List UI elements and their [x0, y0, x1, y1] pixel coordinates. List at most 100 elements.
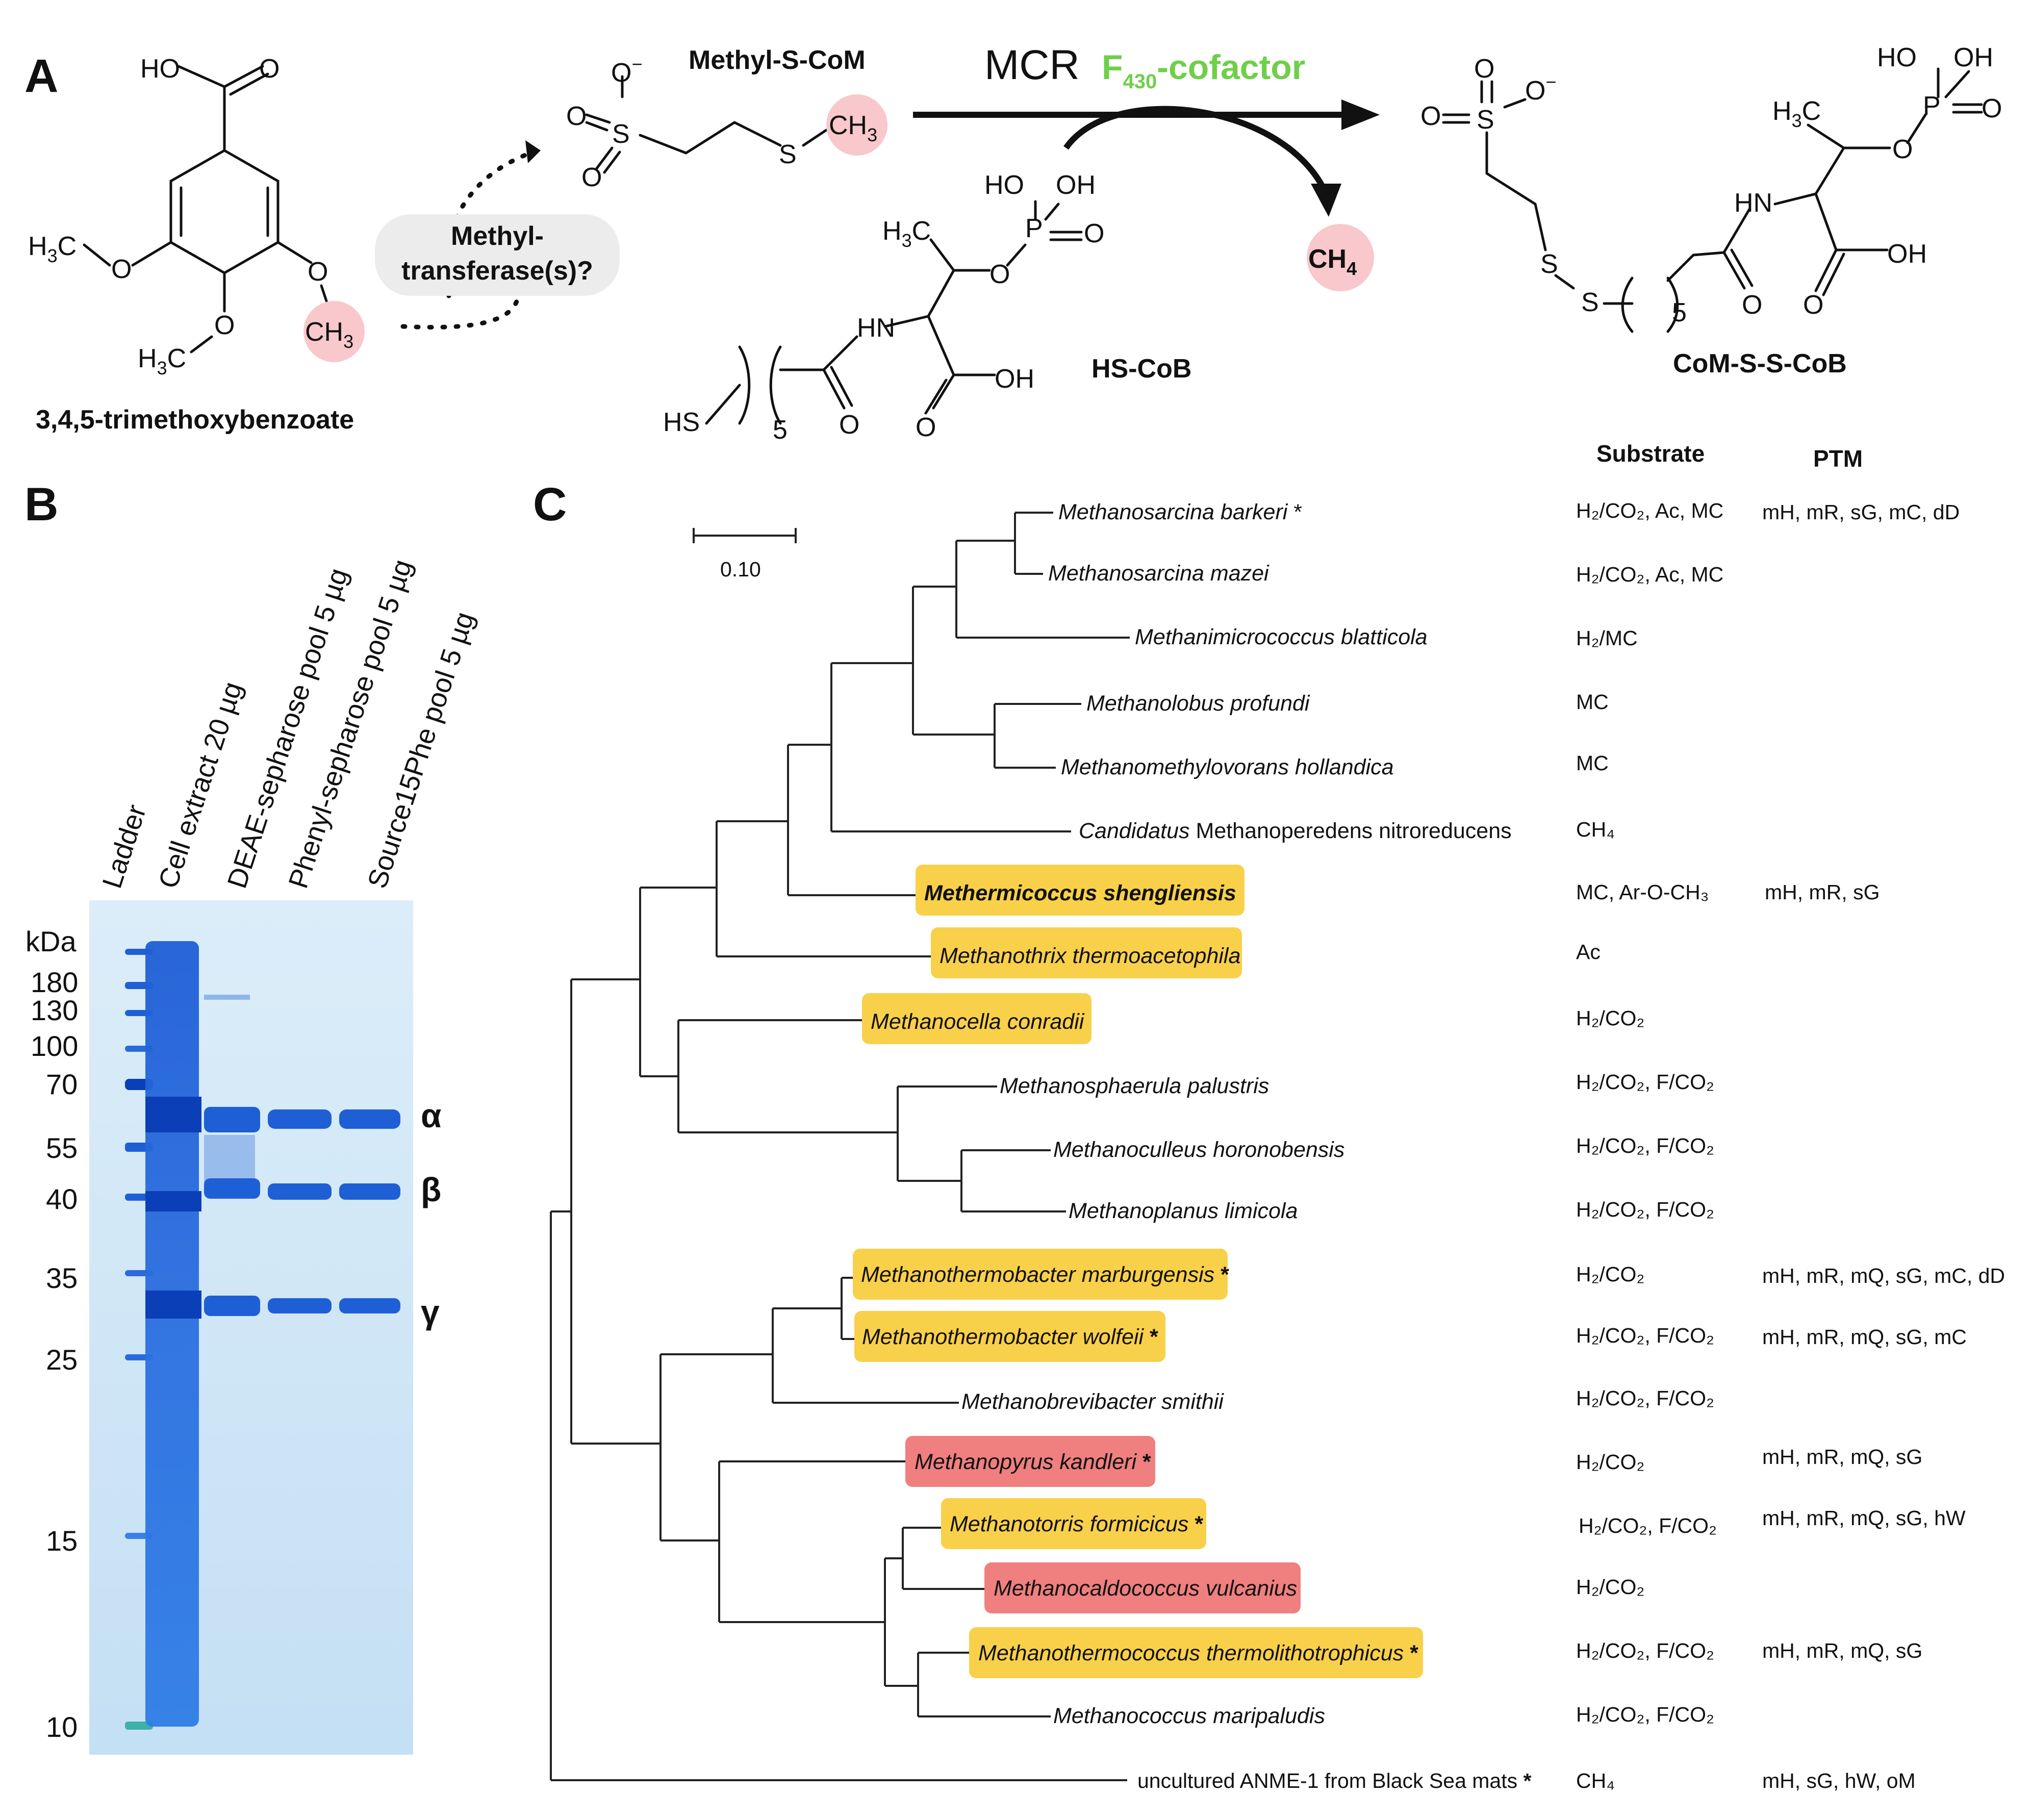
methyltransferase-line1: Methyl-: [451, 221, 544, 251]
product-o-acid: O: [1803, 290, 1823, 320]
ptm-16: mH, mR, mQ, sG, hW: [1762, 1506, 1966, 1530]
product-oh: OH: [1953, 43, 1993, 72]
mcr-label: MCR: [984, 42, 1080, 88]
marker-40: 40: [46, 1183, 78, 1215]
substrate-19: H₂/CO₂, F/CO₂: [1576, 1703, 1714, 1726]
substrate-13: H₂/CO₂, F/CO₂: [1576, 1324, 1714, 1347]
highlight-methermicoccus: [916, 865, 1245, 916]
hscob-h3c: H3C: [882, 216, 931, 251]
ch4-highlight: [1307, 224, 1374, 291]
substrate-6: MC, Ar-O-CH₃: [1576, 880, 1709, 904]
hscob-hs: HS: [663, 408, 700, 437]
taxon-20: uncultured ANME-1 from Black Sea mats *: [1137, 1769, 1532, 1792]
substrate-4: MC: [1576, 751, 1609, 775]
taxon-12: Methanothermobacter marburgensis *: [861, 1262, 1229, 1287]
methyl-scom-structure: [585, 75, 828, 174]
hscob-repeat-5: 5: [773, 415, 788, 445]
taxon-16: Methanotorris formicicus *: [950, 1512, 1203, 1536]
phenyl-alpha-band: [268, 1109, 332, 1129]
substrate-11: H₂/CO₂, F/CO₂: [1576, 1198, 1714, 1221]
panel-label-b: B: [24, 478, 58, 530]
taxon-5: Candidatus Methanoperedens nitroreducens: [1079, 819, 1512, 843]
substrate-column: H₂/CO₂, Ac, MC H₂/CO₂, Ac, MC H₂/MC MC M…: [1576, 499, 1723, 1792]
source-beta-band: [339, 1183, 400, 1200]
hscob-o-ester: O: [989, 260, 1010, 289]
source-alpha-band: [339, 1109, 400, 1129]
scom-o1: O: [566, 102, 587, 131]
lane-label-ladder: Ladder: [96, 801, 152, 892]
taxa-labels: Methanosarcina barkeri * Methanosarcina …: [861, 500, 1532, 1792]
panel-label-c: C: [533, 478, 567, 530]
taxon-8: Methanocella conradii: [871, 1009, 1085, 1034]
methyltransferase-arrow-down: [400, 296, 520, 330]
substrate-name: 3,4,5-trimethoxybenzoate: [36, 405, 354, 435]
hscob-structure: [705, 200, 1083, 425]
scale-bar-label: 0.10: [720, 558, 761, 581]
marker-25: 25: [46, 1344, 78, 1376]
scom-o2: O: [581, 163, 602, 192]
highlight-methanothrix: [931, 927, 1242, 978]
hscob-o-double: O: [1084, 219, 1104, 248]
phylogenetic-tree: [550, 512, 1130, 1781]
marker-35: 35: [46, 1262, 78, 1294]
methoxy-bottom: H3C: [138, 344, 186, 378]
product-ho: HO: [1877, 43, 1917, 72]
substrate-16: H₂/CO₂, F/CO₂: [1579, 1514, 1717, 1537]
cell-extract-beta: [145, 1191, 201, 1211]
substrate-3: MC: [1576, 690, 1609, 714]
taxon-14: Methanobrevibacter smithii: [961, 1389, 1224, 1414]
ptm-20: mH, sG, hW, oM: [1762, 1769, 1916, 1792]
product-o-left: O: [1420, 102, 1441, 131]
methyltransferase-bubble: [375, 214, 620, 296]
ptm-13: mH, mR, mQ, sG, mC: [1762, 1325, 1967, 1349]
taxon-10: Methanoculleus horonobensis: [1053, 1138, 1344, 1162]
substrate-9: H₂/CO₂, F/CO₂: [1576, 1070, 1714, 1094]
deae-faint-band: [204, 995, 250, 1000]
marker-130: 130: [31, 994, 78, 1026]
hscob-oh-acid: OH: [995, 364, 1034, 394]
deae-alpha-band: [204, 1107, 260, 1132]
substrate-17: H₂/CO₂: [1576, 1575, 1644, 1599]
product-s2: S: [1581, 288, 1599, 317]
hscob-ho: HO: [984, 170, 1024, 200]
highlight-vulcanius: [984, 1562, 1301, 1613]
header-substrate: Substrate: [1596, 440, 1705, 467]
marker-70: 70: [46, 1068, 78, 1100]
marker-180: 180: [31, 966, 78, 998]
substrate-12: H₂/CO₂: [1576, 1262, 1644, 1286]
taxon-highlights: [853, 865, 1423, 1678]
substrate-5: CH₄: [1576, 818, 1615, 841]
kda-unit: kDa: [26, 925, 77, 957]
product-p: P: [1923, 91, 1941, 121]
cell-extract-alpha: [145, 1097, 201, 1132]
taxon-0: Methanosarcina barkeri *: [1058, 500, 1302, 524]
acid-o: O: [259, 54, 280, 84]
gel-shading: [89, 900, 413, 1755]
methyl-highlight-2: [826, 94, 887, 156]
taxon-17: Methanocaldococcus vulcanius: [994, 1576, 1297, 1601]
ladder-labels: 180 130 100 70 55 40 35 25 15 10: [31, 966, 78, 1743]
hscob-oh: OH: [1056, 170, 1096, 200]
taxon-2: Methanimicrococcus blatticola: [1135, 625, 1428, 649]
ptm-12: mH, mR, mQ, sG, mC, dD: [1762, 1264, 2005, 1287]
methyl-highlight-1: [303, 301, 365, 362]
hscob-hn: HN: [857, 313, 895, 343]
product-o-minus: O−: [1525, 71, 1556, 106]
product-o-amide: O: [1742, 290, 1762, 320]
scom-o-minus: O−: [611, 54, 642, 88]
scale-bar: [693, 528, 797, 543]
ptm-15: mH, mR, mQ, sG: [1762, 1445, 1922, 1469]
trimethoxybenzoate-structure: [83, 65, 328, 353]
substrate-0: H₂/CO₂, Ac, MC: [1576, 499, 1723, 522]
substrate-2: H₂/MC: [1576, 626, 1638, 650]
ch4-label: CH4: [1308, 244, 1357, 279]
highlight-methanocella: [862, 993, 1091, 1044]
o-bottom: O: [214, 311, 235, 340]
source-gamma-band: [339, 1298, 400, 1313]
substrate-15: H₂/CO₂: [1576, 1450, 1644, 1474]
subunit-alpha: α: [421, 1097, 442, 1134]
scom-s2: S: [779, 140, 797, 169]
lane-labels: Ladder Cell extract 20 µg DEAE-sepharose…: [96, 556, 480, 892]
taxon-13: Methanothermobacter wolfeii *: [862, 1325, 1158, 1349]
highlight-thermolithotrophicus: [969, 1627, 1423, 1678]
